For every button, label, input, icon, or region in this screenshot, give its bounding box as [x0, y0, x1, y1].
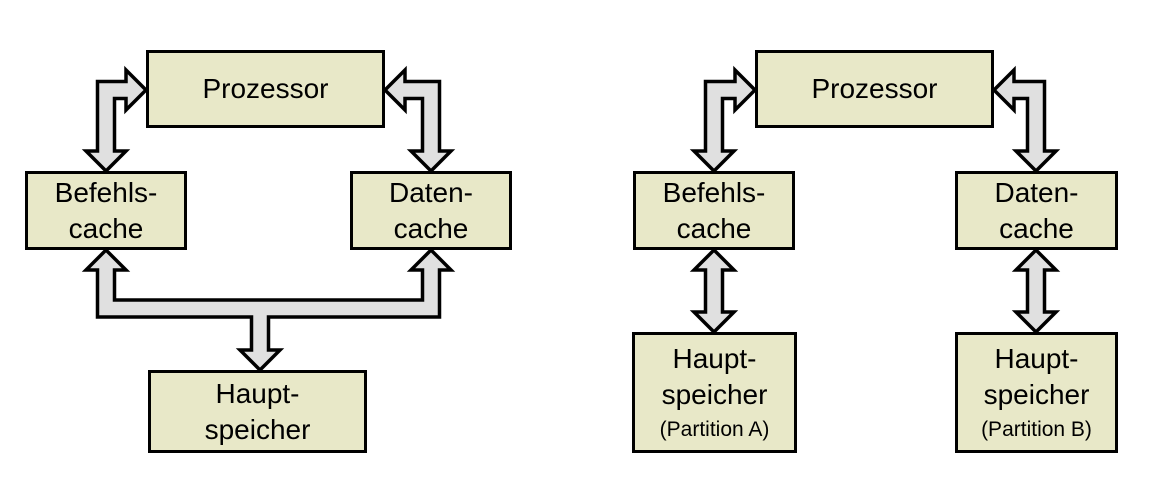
right-main-memory-a-label-line1: Haupt-	[672, 343, 757, 374]
left-instruction-cache-box: Befehls- cache	[25, 171, 187, 250]
right-main-memory-b-partition-label: (Partition B)	[981, 418, 1092, 441]
left-main-memory-box: Haupt- speicher	[148, 370, 367, 453]
right-data-cache-label-line2: cache	[999, 212, 1074, 244]
left-instruction-cache-label-line2: cache	[68, 212, 144, 244]
left-data-cache-label-line2: cache	[393, 212, 469, 244]
right-instruction-cache-label-line2: cache	[676, 212, 752, 244]
left-arrow-processor-data-cache-icon	[382, 65, 456, 174]
right-main-memory-a-partition-label: (Partition A)	[659, 418, 770, 441]
left-processor-box: Prozessor	[146, 50, 385, 128]
left-arrow-caches-main-memory-icon	[81, 247, 456, 373]
right-main-memory-b-label-line1: Haupt-	[994, 343, 1079, 374]
right-arrow-processor-instruction-cache-icon	[689, 65, 758, 174]
right-arrow-processor-data-cache-icon	[991, 65, 1061, 174]
right-main-memory-a-label-line2: speicher	[661, 379, 768, 410]
left-main-memory-label-line1: Haupt-	[215, 377, 300, 409]
left-arrow-processor-instruction-cache-icon	[81, 65, 149, 174]
left-processor-label: Prozessor	[202, 73, 329, 104]
left-data-cache-box: Daten- cache	[350, 171, 512, 250]
right-main-memory-b-box: Haupt- speicher (Partition B)	[955, 332, 1118, 453]
right-data-cache-box: Daten- cache	[955, 171, 1118, 250]
right-instruction-cache-label-line1: Befehls-	[662, 176, 766, 208]
left-instruction-cache-label-line1: Befehls-	[54, 176, 158, 208]
right-main-memory-b-label-line2: speicher	[983, 379, 1090, 410]
left-data-cache-label-line1: Daten-	[388, 176, 474, 208]
right-processor-box: Prozessor	[755, 50, 994, 128]
right-processor-label: Prozessor	[811, 73, 938, 104]
left-main-memory-label-line2: speicher	[204, 413, 311, 445]
right-instruction-cache-box: Befehls- cache	[633, 171, 795, 250]
right-main-memory-a-box: Haupt- speicher (Partition A)	[632, 332, 797, 453]
right-arrow-data-cache-memory-b-icon	[1011, 247, 1061, 335]
right-data-cache-label-line1: Daten-	[994, 176, 1079, 208]
right-arrow-instruction-cache-memory-a-icon	[689, 247, 739, 335]
